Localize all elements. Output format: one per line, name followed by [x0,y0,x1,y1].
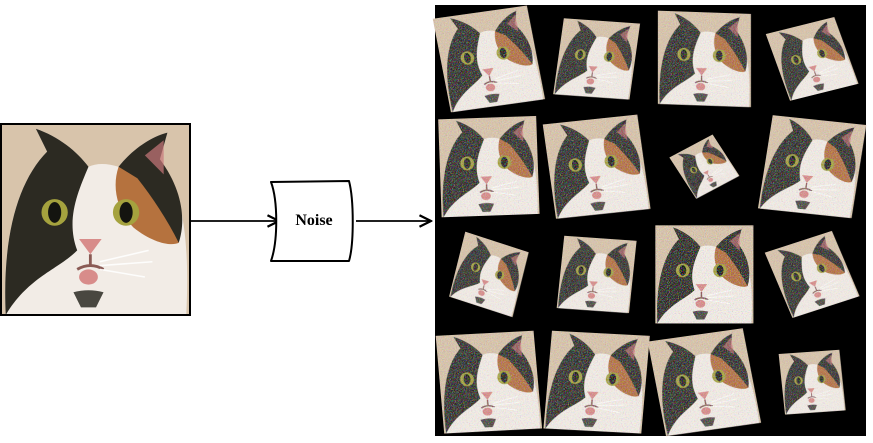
augmented-tile [542,329,651,435]
augmented-tile [552,17,641,101]
augmented-tile [646,327,762,437]
noise-process-node [270,180,354,262]
augmented-tile [542,113,652,220]
augmented-tile [556,235,638,314]
source-cat-image [0,123,191,316]
noise-label: Noise [295,212,333,229]
augmented-tile [778,349,847,415]
augmented-tile [434,329,543,435]
augmented-tile [432,4,546,113]
augmented-tile [657,9,752,108]
augmented-tile [757,114,867,219]
augmented-tile [437,115,541,219]
augmented-tile [654,224,755,325]
